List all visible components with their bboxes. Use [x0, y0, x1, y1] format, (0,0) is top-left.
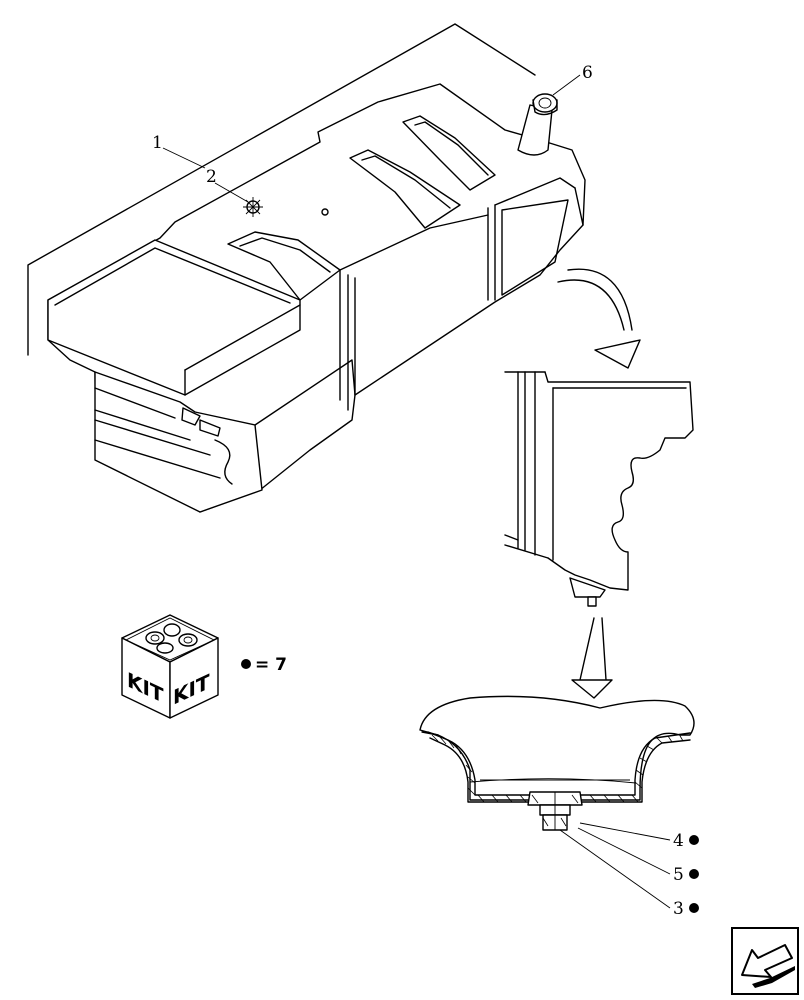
fuel-tank: [47, 83, 586, 513]
down-arrow-icon: [571, 617, 613, 699]
marker-4-icon: [689, 835, 699, 845]
marker-3-icon: [689, 903, 699, 913]
curved-arrow-icon: [557, 268, 641, 369]
callout-6: 6: [582, 63, 593, 83]
leader-lines: [162, 74, 671, 909]
filler-neck: [517, 93, 558, 156]
marker-5-icon: [689, 869, 699, 879]
legend-marker-icon: [241, 659, 251, 669]
assembly-bracket: [27, 23, 536, 356]
kit-box-icon: KIT KIT: [121, 614, 219, 719]
sump-cross-section: [419, 695, 695, 831]
callout-2: 2: [206, 167, 217, 187]
kit-legend: = 7: [255, 655, 287, 675]
fuel-sender-symbol: [243, 197, 263, 217]
detail-side-section: [504, 371, 694, 607]
callout-1: 1: [152, 133, 163, 153]
back-arrow-icon[interactable]: [731, 927, 799, 995]
callout-3: 3: [673, 899, 684, 919]
callout-4: 4: [673, 831, 684, 851]
callout-5: 5: [673, 865, 684, 885]
